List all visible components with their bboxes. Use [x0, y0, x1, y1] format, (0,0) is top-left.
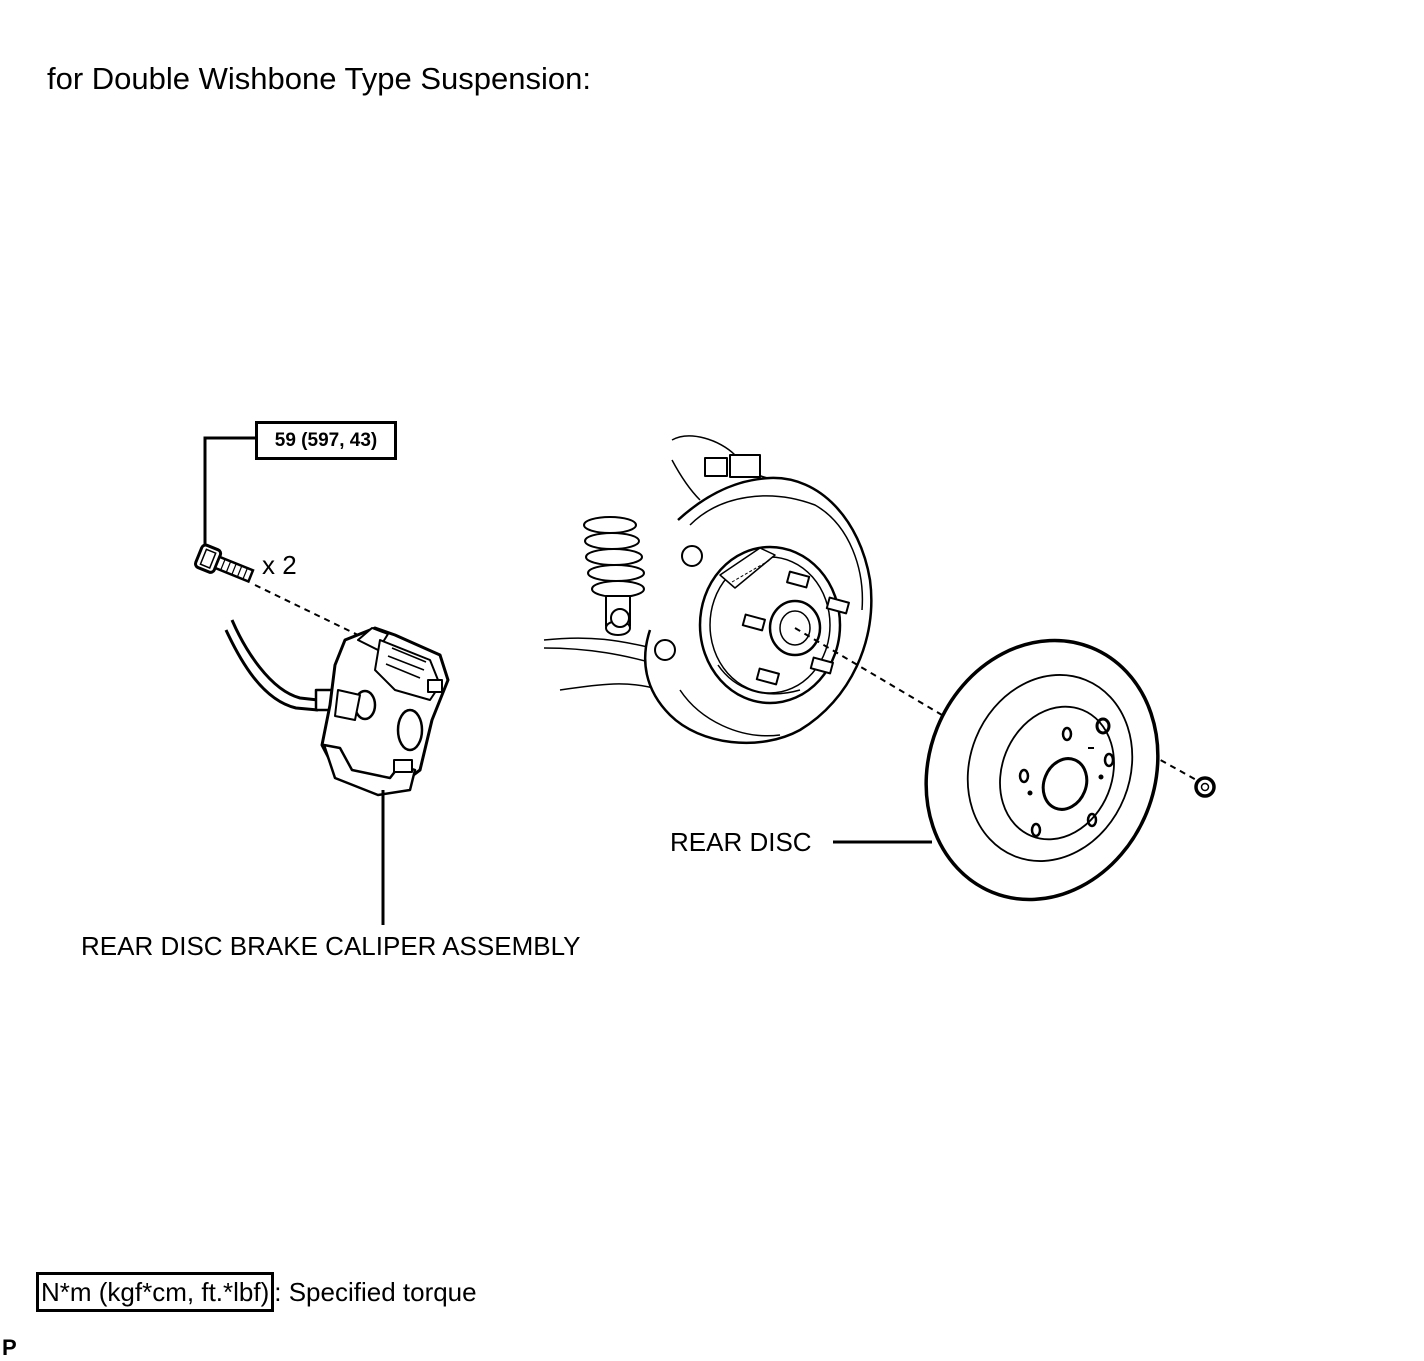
bolt-quantity-label: x 2 [262, 550, 297, 580]
torque-callout: 59 (597, 43) [255, 421, 397, 460]
disc-label: REAR DISC [670, 827, 812, 857]
disc-set-screw-icon [1194, 776, 1216, 798]
corner-code: P [2, 1335, 17, 1360]
torque-leader-line [203, 436, 255, 548]
page-heading: for Double Wishbone Type Suspension: [47, 61, 591, 96]
caliper-bolt-icon [194, 543, 255, 584]
torque-legend: N*m (kgf*cm, ft.*lbf): Specified torque [36, 1272, 477, 1312]
hub-backing-plate-icon [543, 435, 873, 745]
rear-disc-icon [924, 638, 1160, 902]
caliper-label: REAR DISC BRAKE CALIPER ASSEMBLY [81, 931, 581, 961]
legend-description: : Specified torque [274, 1277, 477, 1307]
legend-unit-box: N*m (kgf*cm, ft.*lbf) [36, 1272, 275, 1312]
brake-caliper-icon [224, 619, 450, 797]
bolt-alignment-line [254, 584, 363, 638]
